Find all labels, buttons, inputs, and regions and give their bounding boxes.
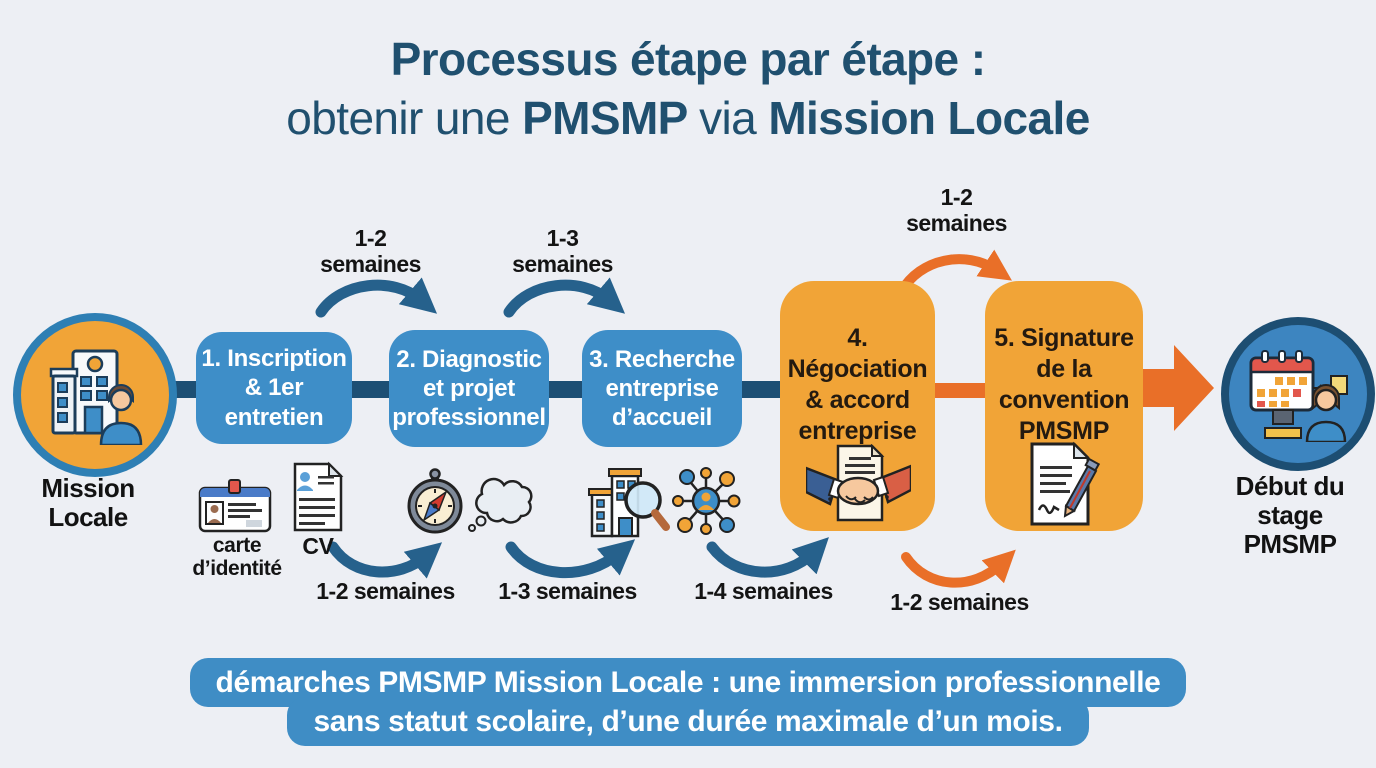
duration-arrow-top-2-icon bbox=[503, 277, 626, 318]
connector-bar bbox=[350, 381, 391, 398]
company-search-icon-wrap bbox=[588, 464, 670, 543]
cv-label: CV bbox=[302, 533, 334, 559]
title-line-2: obtenir une PMSMP via Mission Locale bbox=[0, 89, 1376, 148]
handshake-icon-wrap bbox=[804, 443, 913, 529]
signed-document-icon bbox=[1030, 441, 1101, 526]
compass-icon bbox=[407, 468, 463, 534]
connector-bar bbox=[547, 381, 584, 398]
title-line2-regular-1: obtenir une bbox=[286, 91, 510, 144]
page-title: Processus étape par étape : obtenir une … bbox=[0, 30, 1376, 148]
calendar-start-icon bbox=[1249, 350, 1348, 442]
final-block-arrow-icon bbox=[1141, 345, 1214, 431]
start-node-mission-locale bbox=[13, 313, 177, 477]
id-card-icon bbox=[198, 479, 272, 533]
thought-bubble-icon bbox=[468, 477, 533, 532]
id-card-icon-wrap bbox=[198, 478, 272, 539]
cv-document-icon bbox=[293, 461, 344, 532]
footer-banner: démarches PMSMP Mission Locale : une imm… bbox=[0, 658, 1376, 746]
duration-arrow-bottom-1-icon bbox=[327, 541, 443, 579]
footer-line-2: sans statut scolaire, d’une durée maxima… bbox=[287, 697, 1089, 746]
handshake-icon bbox=[804, 443, 913, 522]
id-card-label: carte d’identité bbox=[192, 534, 282, 581]
mission-locale-building-icon bbox=[49, 349, 143, 445]
company-search-icon bbox=[588, 468, 670, 538]
network-icon-wrap bbox=[670, 466, 742, 541]
duration-top-3: 1-2 semaines bbox=[906, 184, 1007, 236]
step-3-recherche: 3. Recherche entreprise d’accueil bbox=[582, 330, 742, 447]
duration-bottom-4: 1-2 semaines bbox=[890, 589, 1029, 615]
thought-bubble-icon-wrap bbox=[466, 470, 536, 537]
title-line-1: Processus étape par étape : bbox=[390, 33, 986, 85]
step-1-inscription: 1. Inscription & 1er entretien bbox=[196, 332, 352, 444]
duration-top-2: 1-3 semaines bbox=[512, 225, 613, 277]
title-line2-bold-2: Mission Locale bbox=[768, 91, 1090, 144]
title-line2-bold-1: PMSMP bbox=[522, 91, 687, 144]
duration-bottom-2: 1-3 semaines bbox=[498, 578, 637, 604]
connector-bar bbox=[740, 381, 782, 398]
duration-top-1: 1-2 semaines bbox=[320, 225, 421, 277]
step-5-signature: 5. Signature de la convention PMSMP bbox=[985, 281, 1143, 531]
end-node-stage-start bbox=[1221, 317, 1375, 471]
cv-document-icon-wrap bbox=[291, 460, 345, 539]
step-2-diagnostic: 2. Diagnostic et projet professionnel bbox=[389, 330, 549, 447]
duration-arrow-bottom-3-icon bbox=[706, 537, 829, 578]
title-line2-regular-2: via bbox=[699, 91, 757, 144]
duration-arrow-bottom-2-icon bbox=[505, 539, 636, 578]
compass-icon-wrap bbox=[406, 466, 464, 539]
connector-bar-orange bbox=[933, 383, 987, 398]
signed-document-icon-wrap bbox=[1024, 440, 1104, 533]
end-node-label: Début du stage PMSMP bbox=[1235, 471, 1345, 560]
duration-bottom-1: 1-2 semaines bbox=[316, 578, 455, 604]
duration-bottom-3: 1-4 semaines bbox=[694, 578, 833, 604]
network-icon bbox=[672, 467, 741, 535]
start-node-label: Mission Locale bbox=[41, 473, 135, 533]
duration-arrow-top-1-icon bbox=[315, 277, 438, 318]
duration-arrow-bottom-4-icon bbox=[901, 549, 1016, 588]
